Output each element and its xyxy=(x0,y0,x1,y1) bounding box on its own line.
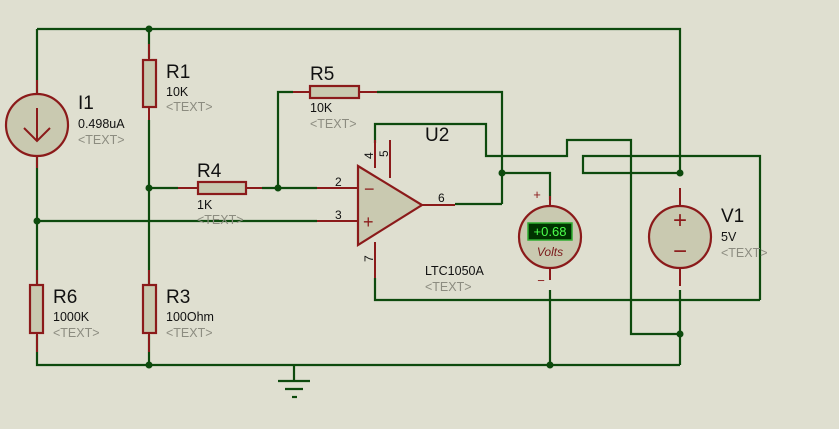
meter-display xyxy=(527,222,573,241)
meter-unit: Volts xyxy=(537,245,563,259)
junction-dot xyxy=(498,169,506,177)
resistor-r1[interactable]: R1 10K <TEXT> xyxy=(141,44,213,120)
voltage-source-v1[interactable]: + − V1 5V <TEXT> xyxy=(647,188,768,286)
junction-dot xyxy=(145,184,153,192)
inverting-input-symbol: − xyxy=(364,179,375,199)
pin-number: 3 xyxy=(335,208,342,222)
wire-bottom-rail[interactable] xyxy=(35,335,680,367)
wire-r5-right[interactable] xyxy=(377,90,504,204)
component-ref: I1 xyxy=(78,93,94,114)
wire-u2-vminus[interactable] xyxy=(373,278,760,302)
junction-dot xyxy=(274,184,282,192)
component-ref: R5 xyxy=(310,64,334,85)
component-text: <TEXT> xyxy=(310,117,357,131)
plus-terminal-label: + xyxy=(533,187,541,202)
minus-icon: − xyxy=(673,238,687,265)
pin-number: 5 xyxy=(377,150,391,157)
junction-dot xyxy=(546,361,554,369)
component-text: <TEXT> xyxy=(197,213,244,227)
voltmeter[interactable]: +0.68 Volts + − xyxy=(517,187,583,288)
component-ref: R4 xyxy=(197,161,222,182)
wire-v1-plus[interactable] xyxy=(581,154,762,300)
component-ref: V1 xyxy=(721,206,744,227)
resistor-r6[interactable]: R6 1000K <TEXT> xyxy=(28,270,100,352)
component-value: 100Ohm xyxy=(166,310,214,324)
component-text: <TEXT> xyxy=(166,326,213,340)
component-value: 10K xyxy=(310,101,333,115)
noninverting-input-symbol: + xyxy=(363,212,374,232)
wire-r5-left[interactable] xyxy=(276,90,293,188)
component-ref: R6 xyxy=(53,287,77,308)
resistor-r5[interactable]: R5 10K <TEXT> xyxy=(293,64,377,131)
component-ref: U2 xyxy=(425,125,449,146)
component-value: 1000K xyxy=(53,310,90,324)
junctions xyxy=(33,25,684,369)
component-text: <TEXT> xyxy=(166,100,213,114)
meter-reading: +0.68 xyxy=(534,224,567,239)
junction-dot xyxy=(33,217,41,225)
wire-top-rail[interactable] xyxy=(37,27,682,173)
component-value: 1K xyxy=(197,198,213,212)
minus-terminal-label: − xyxy=(537,273,545,288)
pin-number: 6 xyxy=(438,191,445,205)
junction-dot xyxy=(145,25,153,33)
component-text: <TEXT> xyxy=(53,326,100,340)
wires xyxy=(35,27,762,367)
pin-number: 7 xyxy=(362,255,376,262)
component-ref: R3 xyxy=(166,287,190,308)
plus-icon: + xyxy=(673,207,687,234)
ground-symbol[interactable] xyxy=(278,365,310,399)
junction-dot xyxy=(676,169,684,177)
arrow-down-icon xyxy=(23,108,51,143)
current-source-i1[interactable]: I1 0.498uA <TEXT> xyxy=(4,80,125,168)
wire-vm-plus[interactable] xyxy=(502,171,552,200)
component-value: LTC1050A xyxy=(425,264,484,278)
component-text: <TEXT> xyxy=(78,133,125,147)
junction-dot xyxy=(145,361,153,369)
junction-dot xyxy=(676,330,684,338)
component-value: 0.498uA xyxy=(78,117,125,131)
component-text: <TEXT> xyxy=(721,246,768,260)
component-value: 10K xyxy=(166,85,189,99)
pin-number: 2 xyxy=(335,175,342,189)
component-value: 5V xyxy=(721,230,737,244)
resistor-r3[interactable]: R3 100Ohm <TEXT> xyxy=(141,270,214,352)
opamp-u2[interactable]: − + 2 3 6 4 5 7 U2 LTC1050A <TEXT> xyxy=(317,125,484,294)
wire-u2-vplus[interactable] xyxy=(373,122,680,336)
component-text: <TEXT> xyxy=(425,280,472,294)
component-ref: R1 xyxy=(166,62,190,83)
pin-number: 4 xyxy=(362,152,376,159)
resistor-r4[interactable]: R4 1K <TEXT> xyxy=(178,161,262,227)
